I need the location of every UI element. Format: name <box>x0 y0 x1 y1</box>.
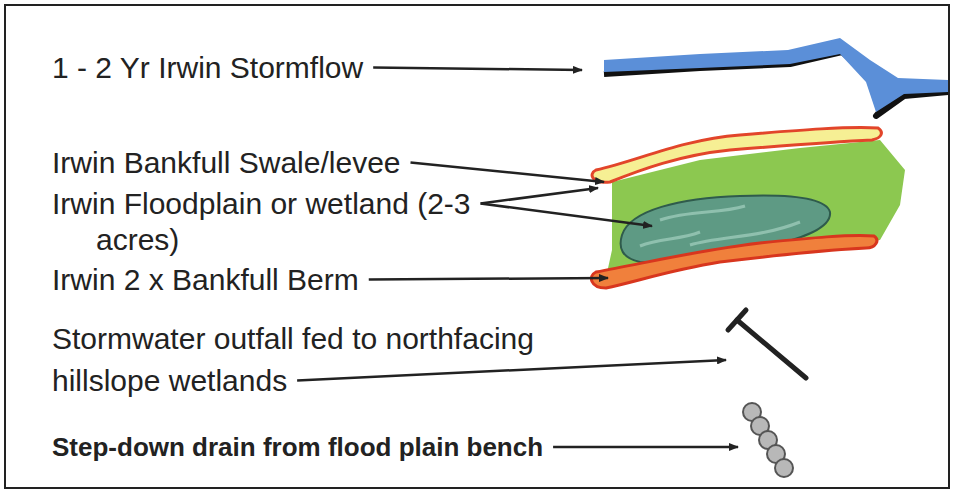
leader-line <box>369 278 608 280</box>
legend-text: 1 - 2 Yr Irwin Stormflow <box>52 51 363 84</box>
leader-line <box>411 163 604 183</box>
leader-line <box>297 360 726 381</box>
drain-symbol <box>743 403 793 477</box>
outfall-symbol <box>728 310 806 378</box>
legend-item: Irwin Bankfull Swale/levee <box>52 144 572 182</box>
legend-item: Step-down drain from flood plain bench <box>52 431 752 463</box>
legend-text: Irwin 2 x Bankfull Berm <box>52 263 359 296</box>
berm-symbol <box>591 235 876 288</box>
legend-item: 1 - 2 Yr Irwin Stormflow <box>52 49 572 87</box>
legend-text: Stormwater outfall fed to northfacing hi… <box>52 322 534 397</box>
leader-line <box>481 204 652 227</box>
leader-line <box>373 68 582 71</box>
stormflow-symbol <box>604 38 948 116</box>
legend-text: Irwin Floodplain or wetland (2-3 acres) <box>52 187 471 256</box>
levee-symbol <box>592 127 881 182</box>
legend-item: Irwin Floodplain or wetland (2-3 acres) <box>52 186 522 258</box>
legend-text: Irwin Bankfull Swale/levee <box>52 146 401 179</box>
leader-line <box>553 446 738 449</box>
legend-text: Step-down drain from flood plain bench <box>52 432 543 462</box>
legend-item: Stormwater outfall fed to northfacing hi… <box>52 318 572 402</box>
leader-line <box>481 188 598 204</box>
legend-item: Irwin 2 x Bankfull Berm <box>52 261 572 299</box>
